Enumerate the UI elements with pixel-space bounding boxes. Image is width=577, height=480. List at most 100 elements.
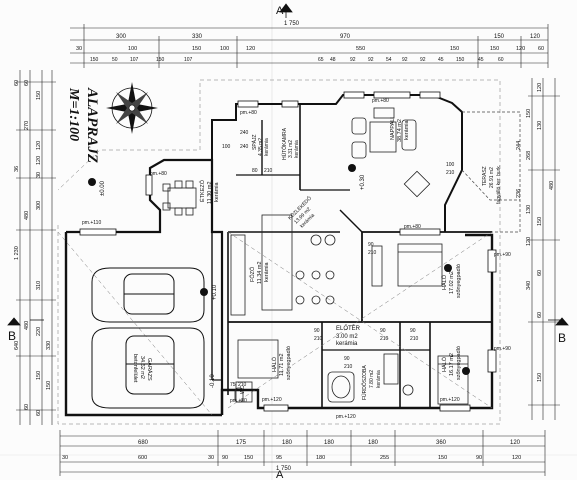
room-floor: kerámia — [294, 140, 300, 158]
dim-value: 120 — [36, 156, 42, 165]
compass-rose — [106, 82, 158, 134]
room-garage: GARÁZS 34.62 m2 betonfelület — [132, 354, 153, 383]
dim-value: 180 — [368, 440, 379, 446]
dim-value: 330 — [46, 341, 52, 350]
beds — [235, 243, 469, 405]
room-area: 3.31 m2 — [288, 140, 294, 158]
room-name: NAPPALI — [390, 117, 396, 140]
dim-value: 180 — [324, 440, 335, 446]
dim-value: 180 — [282, 440, 293, 446]
dim-value: 1 230 — [14, 246, 20, 260]
level-garage: -0.10 — [210, 374, 216, 388]
dim-value: 310 — [36, 281, 42, 290]
dim-value: 150 — [537, 373, 543, 382]
dim-value: 150 — [36, 91, 42, 100]
room-area: 17.02 m2 — [449, 271, 455, 294]
dim-value: 268 — [526, 151, 532, 160]
dim-value: 270 — [24, 121, 30, 130]
room-name: HÜTŐKAMRA — [281, 127, 288, 160]
section-b-right: B — [558, 331, 566, 345]
dim-value: 92 — [402, 57, 408, 63]
dim-value: 480 — [549, 181, 555, 190]
room-floor: kerámia — [404, 119, 410, 140]
room-area: 11.34 m2 — [257, 261, 263, 284]
dim-value: 150 — [156, 57, 165, 63]
dim-value: 36 — [14, 166, 20, 172]
door-label: 75 — [230, 382, 236, 388]
dim-value: 150 — [526, 109, 532, 118]
dims-bottom-row1: 680 175 180 180 180 360 120 — [138, 440, 521, 446]
room-bedroom2: HÁLÓ 16.17 m2 szőnyegpadló — [441, 346, 462, 380]
door-label: 240 — [240, 130, 249, 136]
room-pantry: HÜTŐKAMRA 3.31 m2 kerámia — [281, 127, 300, 160]
dim-value: 45 — [438, 57, 444, 63]
bathroom-fixtures — [234, 353, 414, 403]
dim-value: 60 — [537, 270, 543, 276]
room-area: 16.17 m2 — [449, 353, 455, 376]
dim-value: 90 — [476, 455, 482, 461]
dim-value: 150 — [456, 57, 465, 63]
opening-label: pm.+80 — [372, 98, 389, 104]
dim-value: 60 — [36, 410, 42, 416]
room-name: TERASZ — [482, 166, 488, 186]
room-floor: kerámia — [264, 138, 270, 156]
plan-scale: M=1:100 — [66, 87, 81, 141]
room-floor: kerámia — [376, 370, 382, 388]
dims-top-row2: 30 100 150 100 120 550 150 150 120 60 — [76, 46, 544, 52]
dimension-lines — [16, 24, 560, 476]
room-name: HÁLÓ — [441, 274, 448, 290]
door-label: 210 — [380, 336, 389, 342]
door-label: 100 — [446, 162, 455, 168]
door-label: 80 — [252, 168, 258, 174]
dim-value: 360 — [436, 440, 447, 446]
room-name: SPÁJZ — [251, 134, 258, 150]
dim-value: 30 — [36, 172, 42, 178]
dim-value: 175 — [236, 440, 247, 446]
dim-value: 30 — [76, 46, 82, 52]
dim-value: 150 — [90, 57, 99, 63]
dim-value: 120 — [246, 46, 255, 52]
room-floor: kerámia — [264, 261, 270, 282]
room-name: HÁLÓ — [441, 356, 448, 372]
room-floor: kerámia — [336, 341, 358, 347]
dim-value: 107 — [184, 57, 193, 63]
dim-value: 330 — [192, 34, 203, 40]
living-furniture — [351, 107, 431, 198]
dim-value: 54 — [386, 57, 392, 63]
dim-value: 30 — [208, 455, 214, 461]
room-floor: betonfelület — [132, 354, 138, 383]
door-label: 210 — [368, 250, 377, 256]
section-b-left: B — [8, 329, 16, 343]
room-hall: ELŐTÉR 3.00 m2 kerámia — [336, 325, 361, 347]
dim-value: 150 — [450, 46, 459, 52]
door-label: 90 — [314, 328, 320, 334]
dim-value: 150 — [192, 46, 201, 52]
door-label: 240 — [240, 144, 249, 150]
dim-value: 150 — [438, 455, 447, 461]
windows — [79, 91, 497, 412]
garage-cars — [91, 267, 205, 409]
kitchen-furniture — [230, 214, 336, 316]
opening-label: pm.+80 — [230, 398, 247, 404]
dim-value: 480 — [24, 321, 30, 330]
dim-bottom-total: 1 750 — [276, 466, 292, 472]
dim-value: 680 — [138, 440, 149, 446]
room-area: 7.80 m2 — [369, 370, 375, 388]
dim-value: 60 — [538, 46, 544, 52]
door-label: 90 — [368, 242, 374, 248]
opening-label: pm.+80 — [150, 171, 167, 177]
room-name: ÉTKEZŐ — [199, 179, 206, 202]
dim-top-total: 1 750 — [284, 21, 300, 27]
dim-value: 300 — [36, 201, 42, 210]
door-label: 210 — [344, 364, 353, 370]
door-label: 90 — [410, 328, 416, 334]
opening-label: pm.+90 — [494, 346, 511, 352]
room-floor: kerámia — [214, 181, 220, 202]
dim-value: 220 — [36, 327, 42, 336]
section-a-bottom: A — [276, 469, 284, 480]
room-area: 26.91 m2 — [489, 167, 495, 188]
room-kitchen: FŐZŐ 11.34 m2 kerámia — [249, 261, 270, 284]
room-name: FÜRDŐSZOBA — [361, 365, 368, 400]
plan-title: ALAPRAJZ — [84, 87, 100, 163]
room-floor: szőnyegpadló — [456, 264, 462, 298]
